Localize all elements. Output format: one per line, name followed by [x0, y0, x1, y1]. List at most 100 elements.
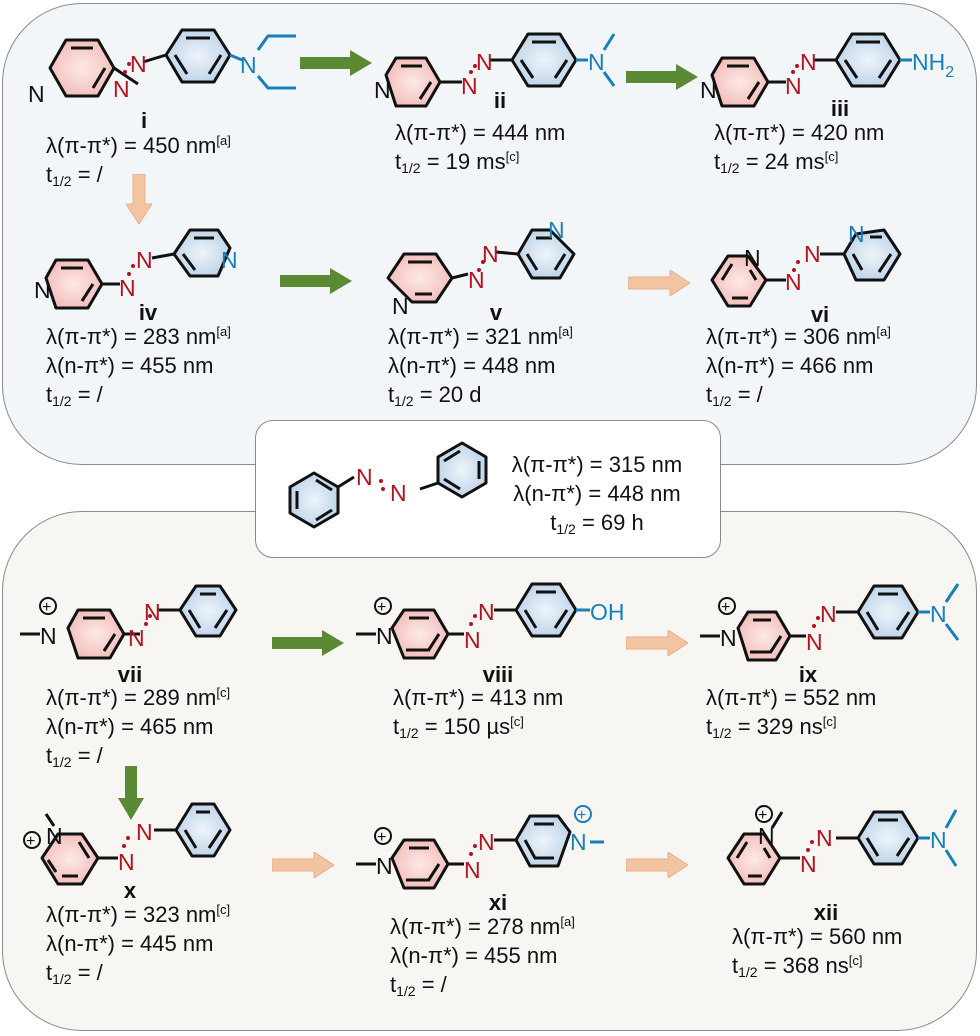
atom-n-ring: N — [374, 77, 391, 103]
atom-azo-n2: N — [390, 480, 407, 506]
benzene-ring — [174, 802, 232, 858]
props-azobenzene: λ(π-π*) = 315 nm λ(n-π*) = 448 nm t1/2 =… — [492, 450, 702, 537]
atom-azo-n2: N — [820, 601, 837, 627]
benzene-ring-left — [288, 471, 340, 529]
charge-sign: + — [377, 599, 386, 616]
half-life: t1/2 = 368 ns[c] — [732, 953, 863, 980]
structure-azobenzene: N N — [288, 441, 488, 529]
benzene-ring — [834, 32, 902, 88]
atom-n-ring: N — [700, 77, 717, 103]
atom-n-amine: N — [930, 601, 947, 627]
atom-n-ring: N — [40, 623, 57, 649]
arrow-vii-to-x — [118, 766, 144, 820]
half-life: t1/2 = / — [46, 162, 103, 189]
pyridine-ring-left — [44, 258, 104, 310]
pyridinium-ring-left — [390, 838, 450, 890]
atom-azo-n2: N — [816, 825, 833, 851]
compound-label-ix: ix — [798, 662, 818, 687]
pi-pi-absorption: λ(π-π*) = 450 nm[a] — [46, 133, 231, 158]
arrow-vii-to-viii — [272, 630, 344, 656]
pi-pi-absorption: λ(π-π*) = 306 nm[a] — [706, 324, 891, 349]
structure-compound-vii: + N N N — [20, 584, 238, 660]
props-compound-xi: λ(π-π*) = 278 nm[a] λ(n-π*) = 455 nm t1/… — [390, 912, 575, 999]
positive-charge-icon — [574, 805, 592, 823]
pi-pi-absorption: λ(π-π*) = 444 nm — [395, 120, 566, 145]
arrow-i-to-ii — [300, 50, 372, 76]
atom-azo-n2: N — [478, 599, 495, 625]
pyridinium-ring-right — [514, 814, 572, 868]
compound-label-v: v — [489, 300, 503, 325]
atom-nh2: NH2 — [912, 49, 954, 81]
n-pi-absorption: λ(n-π*) = 445 nm — [46, 931, 214, 956]
compound-label-ii: ii — [493, 88, 507, 113]
atom-azo-n2: N — [136, 247, 153, 273]
compound-label-xi: xi — [488, 890, 508, 915]
atom-azo-n1: N — [785, 73, 802, 99]
n-pi-absorption: λ(n-π*) = 466 nm — [706, 353, 874, 378]
props-compound-viii: λ(π-π*) = 413 nm t1/2 = 150 µs[c] — [393, 683, 563, 741]
atom-azo-n1: N — [461, 73, 478, 99]
atom-azo-n1: N — [806, 629, 823, 655]
benzene-ring-right — [436, 441, 488, 499]
structure-compound-iv: N N N N — [34, 228, 238, 310]
atom-azo-n1: N — [800, 851, 817, 877]
pyridine-ring — [384, 56, 442, 108]
atom-n-ring: N — [744, 245, 761, 271]
structure-compound-xi: + + N N N N — [356, 805, 604, 890]
positive-charge-icon — [374, 597, 392, 615]
atom-azo-n1: N — [128, 625, 145, 651]
props-compound-ii: λ(π-π*) = 444 nm t1/2 = 19 ms[c] — [395, 118, 565, 176]
atom-n-ring: N — [376, 623, 393, 649]
arrow-i-to-iv — [126, 174, 152, 224]
structure-compound-i: N N N N — [28, 28, 296, 107]
atom-n-amine: N — [588, 49, 605, 75]
atom-n-ring: N — [46, 823, 63, 849]
charge-sign: + — [721, 599, 730, 616]
atom-n-ring: N — [28, 81, 45, 107]
benzene-ring — [514, 582, 578, 638]
compound-label-xii: xii — [813, 900, 839, 925]
atom-azo-n1: N — [785, 269, 802, 295]
props-compound-iv: λ(π-π*) = 283 nm[a] λ(n-π*) = 455 nm t1/… — [46, 322, 231, 409]
charge-sign: + — [758, 807, 767, 824]
pyridinium-ring — [390, 608, 450, 660]
atom-azo-n1: N — [464, 627, 481, 653]
structure-compound-x: + N N N — [23, 802, 232, 886]
pi-pi-absorption: λ(π-π*) = 289 nm[c] — [46, 685, 231, 710]
pi-pi-absorption: λ(π-π*) = 552 nm — [706, 685, 877, 710]
panel-pyridinium-azobenzenes — [2, 511, 977, 1031]
props-compound-iii: λ(π-π*) = 420 nm t1/2 = 24 ms[c] — [714, 118, 884, 176]
compound-label-vii: vii — [117, 662, 143, 687]
atom-n-ring-right: N — [848, 221, 865, 247]
structure-compound-viii: + N N N OH — [356, 582, 625, 660]
atom-n-ring-right: N — [221, 247, 238, 273]
pi-pi-absorption: λ(π-π*) = 413 nm — [393, 685, 564, 710]
half-life: t1/2 = / — [46, 743, 103, 770]
arrow-xi-to-xii — [626, 852, 688, 878]
half-life: t1/2 = 69 h — [550, 510, 644, 537]
arrow-x-to-xi — [272, 852, 334, 878]
props-compound-i: λ(π-π*) = 450 nm[a] t1/2 = / — [46, 131, 231, 189]
pi-pi-absorption: λ(π-π*) = 315 nm — [511, 452, 683, 477]
pyridinium-ring — [66, 608, 126, 660]
compound-label-vi: vi — [810, 302, 830, 327]
atom-oh: OH — [590, 599, 625, 625]
atom-azo-n2: N — [144, 599, 161, 625]
half-life: t1/2 = / — [390, 972, 447, 999]
atom-n-ring: N — [34, 277, 51, 303]
pyridine-ring — [710, 56, 770, 108]
arrow-ii-to-iii — [626, 64, 698, 90]
structure-compound-ii: N N N N — [374, 32, 616, 108]
pi-pi-absorption: λ(π-π*) = 420 nm — [714, 120, 885, 145]
charge-sign: + — [377, 829, 386, 846]
compound-label-iii: iii — [830, 96, 850, 121]
positive-charge-icon — [23, 831, 41, 849]
atom-azo-n1: N — [113, 76, 130, 102]
panel-pyridine-azobenzenes — [2, 3, 977, 465]
atom-n-amine: N — [930, 827, 947, 853]
n-pi-absorption: λ(n-π*) = 448 nm — [388, 353, 556, 378]
props-compound-xii: λ(π-π*) = 560 nm t1/2 = 368 ns[c] — [732, 922, 902, 980]
props-compound-vii: λ(π-π*) = 289 nm[c] λ(n-π*) = 465 nm t1/… — [46, 683, 230, 770]
compound-label-i: i — [140, 108, 148, 133]
atom-n-amine: N — [240, 52, 257, 78]
